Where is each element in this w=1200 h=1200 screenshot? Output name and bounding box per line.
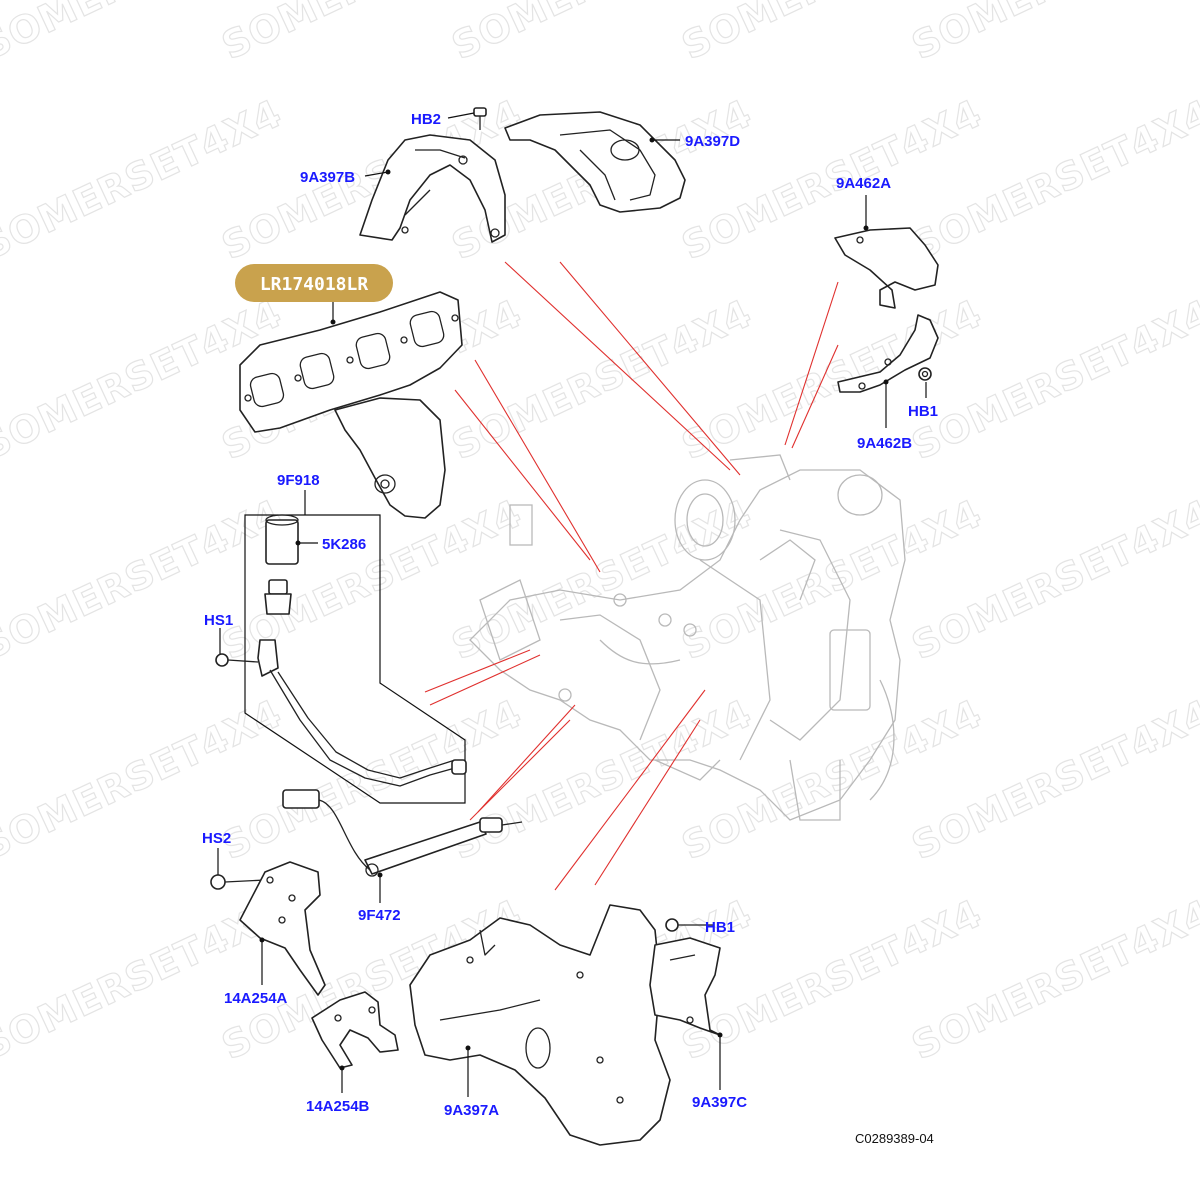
manifold-gasket[interactable] — [239, 291, 463, 433]
reference-lines — [424, 261, 839, 891]
bracket-9a462a[interactable] — [834, 227, 939, 309]
heat-shield-9a397b[interactable] — [359, 134, 506, 243]
callout-14a254b[interactable]: 14A254B — [306, 1098, 370, 1115]
bolt-hb2[interactable] — [473, 107, 487, 130]
callout-9f472[interactable]: 9F472 — [358, 907, 401, 924]
callout-9a397b[interactable]: 9A397B — [300, 169, 355, 186]
part-number-badge[interactable]: LR174018LR — [235, 264, 393, 302]
part-number-label: LR174018LR — [260, 274, 369, 295]
callout-9f918[interactable]: 9F918 — [277, 472, 320, 489]
callout-14a254a[interactable]: 14A254A — [224, 990, 288, 1007]
bracket-14a254a[interactable] — [239, 861, 326, 996]
callout-hs1[interactable]: HS1 — [204, 612, 233, 629]
heat-shield-9a397c[interactable] — [649, 937, 721, 1036]
bolt-hs2[interactable] — [210, 874, 266, 890]
callout-9a462a[interactable]: 9A462A — [836, 175, 891, 192]
nut-hb1-top[interactable] — [918, 367, 932, 381]
diagram-code: C0289389-04 — [855, 1131, 934, 1146]
leader-lines — [217, 112, 927, 1097]
callout-9a397d[interactable]: 9A397D — [685, 133, 740, 150]
temperature-sensor-9f472[interactable] — [282, 789, 523, 877]
callout-9a397c[interactable]: 9A397C — [692, 1094, 747, 1111]
callout-hb1-bottom[interactable]: HB1 — [705, 919, 735, 936]
callout-labels: HB2 9A397D 9A397B 9A462A HB1 9A462B 9F91… — [202, 111, 938, 1119]
temperature-sensor-upper[interactable] — [257, 639, 467, 787]
engine-assembly-illustration — [469, 454, 906, 821]
sensor-5k286[interactable] — [265, 514, 299, 565]
callout-5k286[interactable]: 5K286 — [322, 536, 366, 553]
sensor-fitting — [264, 579, 292, 615]
heat-shield-9a397d[interactable] — [504, 111, 686, 213]
bolt-hb1-bottom[interactable] — [665, 918, 700, 932]
callout-hb1-top[interactable]: HB1 — [908, 403, 938, 420]
screw-hs1[interactable] — [215, 653, 259, 667]
bracket-9a462b[interactable] — [837, 314, 939, 393]
callout-hs2[interactable]: HS2 — [202, 830, 231, 847]
callout-hb2[interactable]: HB2 — [411, 111, 441, 128]
watermark: SOMERSET4X4 — [905, 0, 1200, 68]
callout-9a462b[interactable]: 9A462B — [857, 435, 912, 452]
heat-shield-9a397a[interactable] — [409, 904, 671, 1146]
callout-9a397a[interactable]: 9A397A — [444, 1102, 499, 1119]
lower-gasket-shield — [334, 397, 446, 519]
